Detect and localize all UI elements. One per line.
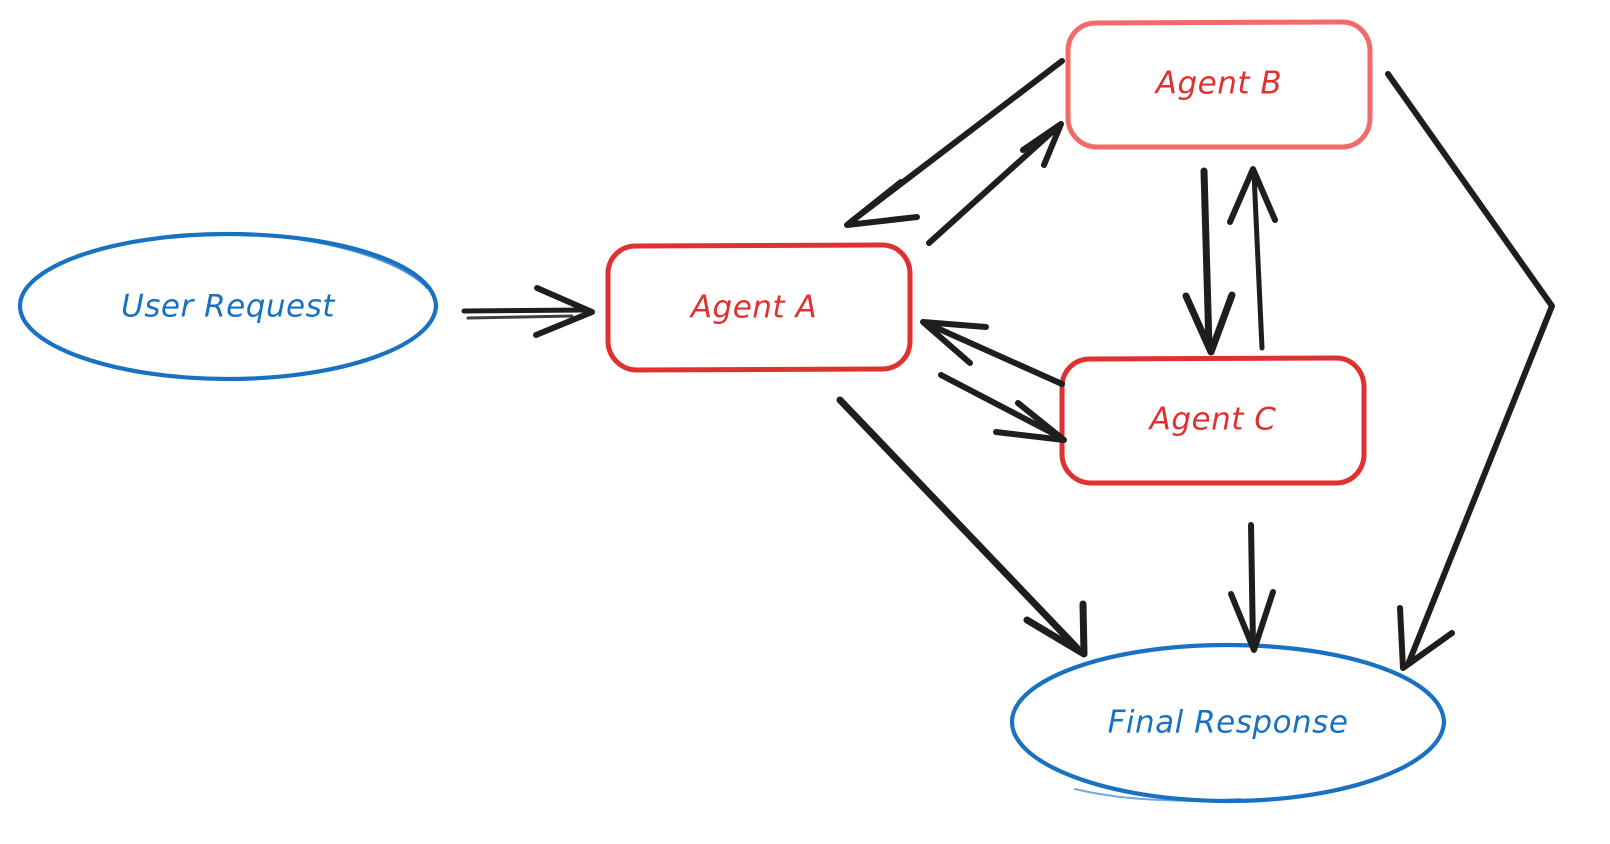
edge-agent-a-to-final-response[interactable] (836, 396, 1088, 658)
edge-user-to-agent-a-line (461, 307, 586, 314)
agent-c-label: Agent C (1148, 402, 1277, 438)
edge-agent-a-to-final-response-arrowhead (1023, 600, 1088, 658)
agent-c-box-outline (1059, 355, 1367, 486)
edge-agent-a-to-agent-b-arrowhead (1020, 121, 1064, 168)
edge-agent-c-to-agent-b-line (1251, 171, 1265, 351)
edge-agent-b-to-agent-c[interactable] (1182, 167, 1236, 356)
node-agent-b[interactable]: Agent B (1065, 19, 1373, 150)
edge-agent-b-to-final-response-line (1385, 71, 1555, 665)
edge-agent-a-to-final-response-line (836, 396, 1081, 652)
edge-agent-b-to-agent-c-line (1200, 167, 1213, 351)
edge-agent-a-to-agent-b[interactable] (926, 121, 1064, 246)
final-response-label: Final Response (1108, 705, 1349, 741)
edge-agent-c-to-agent-a[interactable] (920, 319, 1065, 387)
agent-b-label: Agent B (1154, 66, 1282, 102)
user-request-ellipse-sketch-overlay (231, 232, 429, 290)
edge-agent-b-to-final-response[interactable] (1385, 71, 1555, 671)
edge-agent-c-to-final-response-arrowhead (1228, 589, 1276, 653)
edge-agent-a-to-agent-c[interactable] (938, 372, 1067, 443)
edge-agent-c-to-agent-a-line (925, 321, 1065, 387)
node-final-response[interactable]: Final Response (1009, 642, 1447, 804)
edge-agent-b-to-agent-c-arrowhead (1182, 291, 1236, 356)
agent-a-label: Agent A (689, 290, 817, 326)
edge-agent-a-to-agent-b-line (926, 129, 1055, 246)
node-user-request[interactable]: User Request (17, 231, 439, 382)
edge-agent-a-to-agent-c-arrowhead (993, 400, 1067, 443)
final-response-ellipse-outline (1009, 642, 1447, 804)
edge-agent-a-to-agent-c-line (938, 372, 1061, 439)
edge-agent-b-to-agent-a[interactable] (844, 58, 1065, 228)
edge-agent-c-to-final-response-line (1248, 522, 1256, 648)
edge-agent-c-to-final-response[interactable] (1228, 522, 1276, 653)
agent-a-box-outline (605, 242, 913, 373)
edge-agent-c-to-agent-b-arrowhead (1227, 166, 1278, 225)
node-agent-a[interactable]: Agent A (605, 242, 913, 373)
user-request-label: User Request (121, 289, 336, 325)
edge-agent-b-to-final-response-arrowhead (1397, 605, 1455, 671)
final-response-ellipse-sketch-overlay (1074, 788, 1241, 802)
agent-b-box-outline (1065, 19, 1373, 150)
node-agent-c[interactable]: Agent C (1059, 355, 1367, 486)
edge-user-to-agent-a-arrowhead (533, 285, 595, 338)
edge-user-to-agent-a-line-sketch (466, 314, 574, 320)
edge-user-to-agent-a[interactable] (461, 285, 595, 338)
edge-agent-c-to-agent-a-arrowhead (920, 319, 989, 366)
edge-agent-b-to-agent-a-arrowhead (844, 179, 920, 228)
edge-agent-c-to-agent-b[interactable] (1227, 166, 1278, 351)
user-request-ellipse-outline (17, 231, 439, 382)
